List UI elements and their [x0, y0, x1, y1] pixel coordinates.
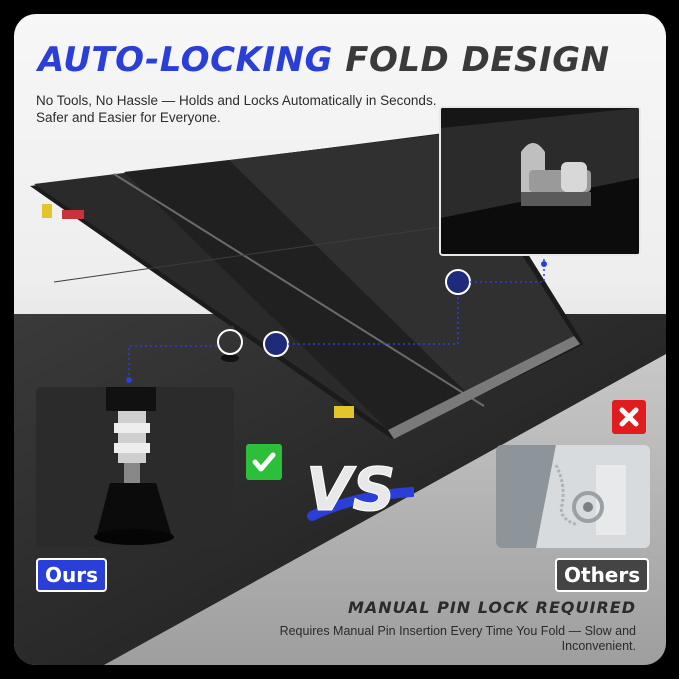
warning-sticker-2	[334, 406, 354, 418]
ramp-left-panel	[124, 160, 474, 430]
headline-rest: FOLD DESIGN	[345, 40, 610, 80]
others-label: Others	[555, 558, 650, 592]
leader-hinge	[288, 294, 459, 345]
headline: AUTO-LOCKING FOLD DESIGN	[38, 40, 610, 80]
vs-swoosh	[307, 487, 414, 521]
hinge-closeup-photo	[439, 106, 641, 256]
hinge-closeup-art	[441, 108, 639, 254]
check-icon	[252, 452, 276, 472]
content-card: AUTO-LOCKING FOLD DESIGN No Tools, No Ha…	[14, 14, 666, 665]
callout-leg	[217, 329, 243, 355]
others-pin-photo	[496, 445, 650, 548]
subtitle: No Tools, No Hassle — Holds and Locks Au…	[36, 93, 437, 125]
ours-lock-art	[36, 387, 234, 547]
check-badge	[246, 444, 282, 480]
ramp-foot	[221, 354, 239, 362]
callout-hinge-1	[263, 331, 289, 357]
manual-pin-title: MANUAL PIN LOCK REQUIRED	[347, 598, 636, 617]
manual-pin-description: Requires Manual Pin Insertion Every Time…	[279, 624, 636, 653]
vs-mark: VS	[306, 455, 414, 526]
callout-hinge-2	[445, 269, 471, 295]
others-pin-art	[496, 445, 650, 548]
vs-text: VS	[306, 455, 396, 525]
leader-dot-top	[541, 261, 547, 267]
cross-badge	[612, 400, 646, 434]
ramp-edge	[388, 336, 580, 439]
ramp-right-panel	[229, 134, 574, 400]
warning-sticker	[42, 204, 52, 218]
headline-accent: AUTO-LOCKING	[38, 40, 333, 80]
close-icon	[619, 407, 639, 427]
label-sticker	[62, 210, 84, 219]
ramp-leg	[226, 326, 234, 356]
leader-ours	[128, 345, 218, 380]
ours-label: Ours	[36, 558, 108, 592]
leader-dot-ours	[126, 377, 132, 383]
ours-lock-photo	[36, 387, 234, 547]
ramp-hinge-line	[113, 173, 485, 407]
